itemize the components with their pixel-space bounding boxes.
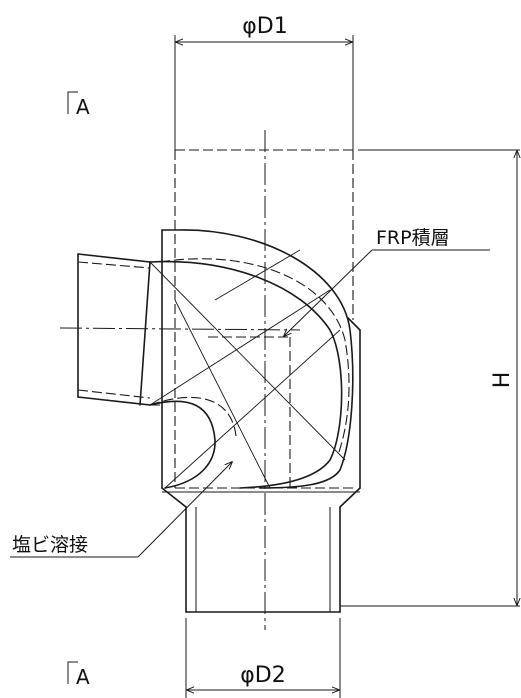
main-body bbox=[161, 149, 361, 613]
dimension-d2: φD2 bbox=[185, 618, 341, 698]
dimension-h: H bbox=[340, 149, 520, 607]
section-mark-bottom-label: A bbox=[76, 665, 90, 689]
frp-callout: FRP積層 bbox=[284, 227, 490, 336]
dimension-h-label: H bbox=[490, 372, 515, 389]
frp-label: FRP積層 bbox=[376, 227, 450, 249]
section-mark-bottom: A bbox=[67, 661, 90, 689]
pvc-weld-label: 塩ビ溶接 bbox=[12, 534, 88, 556]
elbow-frp bbox=[149, 229, 354, 489]
dimension-d1: φD1 bbox=[174, 14, 354, 150]
dimension-d1-label: φD1 bbox=[242, 14, 287, 39]
section-mark-top: A bbox=[67, 91, 90, 119]
dimension-d2-label: φD2 bbox=[240, 663, 285, 688]
section-mark-top-label: A bbox=[76, 95, 90, 119]
branch-pipe bbox=[59, 253, 301, 406]
pvc-weld-callout: 塩ビ溶接 bbox=[10, 462, 232, 558]
